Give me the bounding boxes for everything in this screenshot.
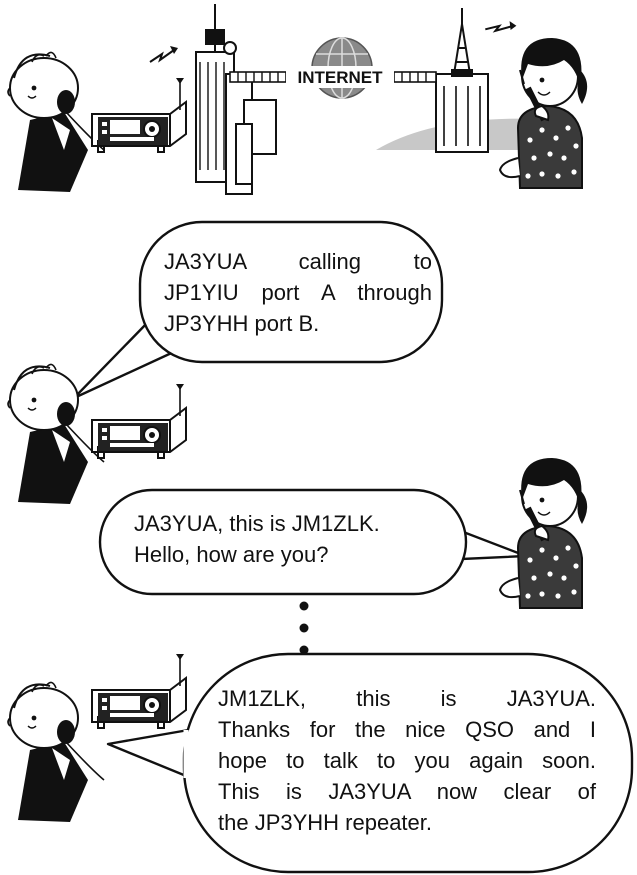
- call-line: JP3YHH port B.: [164, 311, 320, 336]
- reply-line: Hello, how are you?: [134, 542, 329, 567]
- transceiver-icon: [91, 383, 187, 459]
- closing-line: Thanks for the nice QSO and I: [218, 717, 596, 742]
- closing-line: JM1ZLK, this is JA3YUA.: [218, 686, 596, 711]
- closing-message: JM1ZLK, this is JA3YUA. Thanks for the n…: [218, 683, 596, 838]
- city-buildings: [195, 4, 277, 195]
- operator-woman-icon: [500, 38, 587, 188]
- network-scene: INTERNET: [7, 4, 587, 195]
- transceiver-icon: [91, 653, 187, 729]
- reply-line: JA3YUA, this is JM1ZLK.: [134, 511, 380, 536]
- internet-link: INTERNET: [229, 37, 437, 99]
- speech-bubble-call: [72, 220, 444, 400]
- transceiver-icon: [91, 77, 187, 153]
- ellipsis-dots: [299, 601, 309, 655]
- operator-man-icon: [7, 51, 105, 193]
- internet-label: INTERNET: [298, 68, 384, 87]
- repeater-tower: [435, 8, 489, 153]
- speech-bubble-closing: [106, 652, 634, 874]
- closing-line: the JP3YHH repeater.: [218, 810, 433, 835]
- call-message: JA3YUA calling to JP1YIU port A through …: [164, 246, 432, 339]
- radio-wave-icon: [484, 13, 519, 40]
- operator-woman-icon: [500, 458, 587, 608]
- operator-man-icon: [7, 681, 105, 823]
- call-line: JP1YIU port A through: [164, 280, 432, 305]
- radio-wave-icon: [149, 45, 179, 63]
- call-line: JA3YUA calling to: [164, 249, 432, 274]
- closing-line: hope to talk to you again soon.: [218, 748, 596, 773]
- closing-line: This is JA3YUA now clear of: [218, 779, 596, 804]
- reply-message: JA3YUA, this is JM1ZLK. Hello, how are y…: [134, 508, 454, 570]
- station-ja3yua-top: [7, 51, 187, 193]
